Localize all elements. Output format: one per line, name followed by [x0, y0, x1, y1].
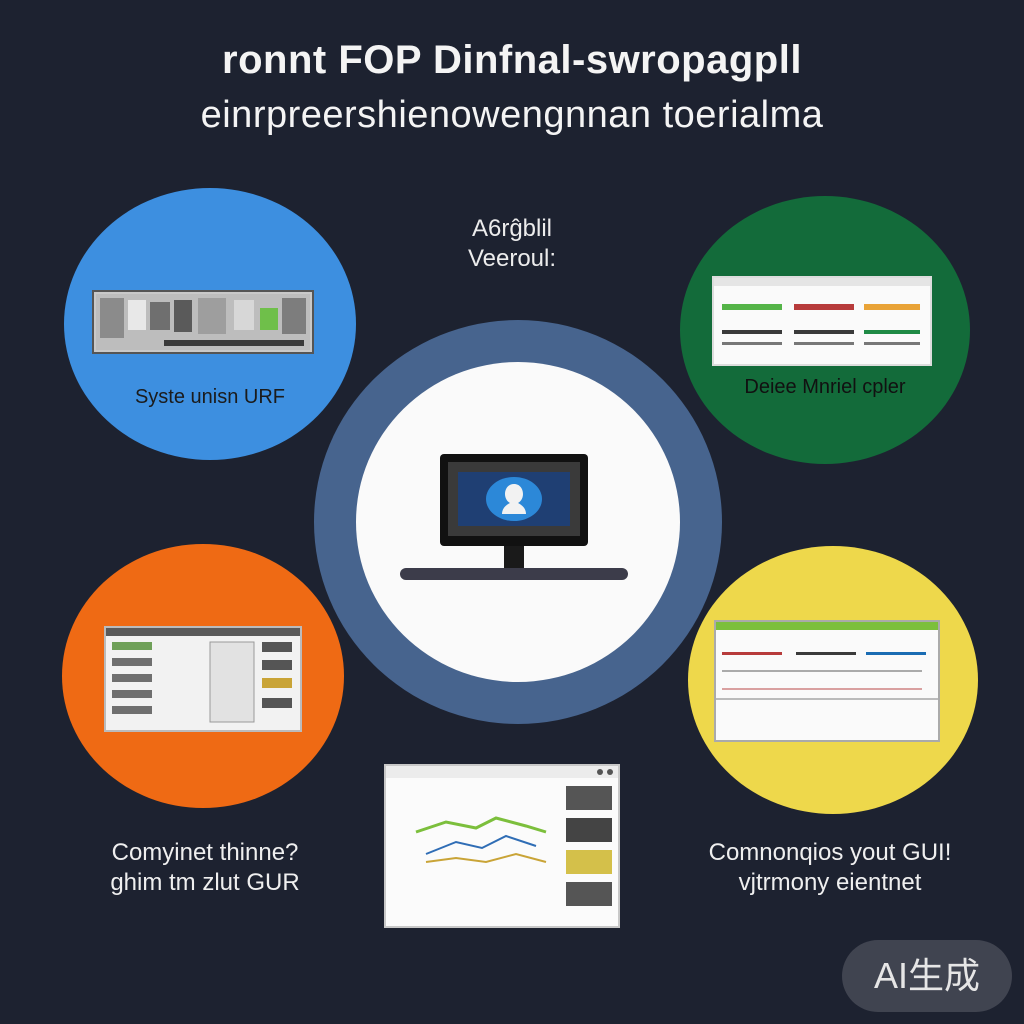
center-caption-line-2: Veeroul:	[467, 245, 557, 272]
chart-window-image	[384, 764, 620, 928]
bottom-right-caption: Comnonqios yout GUI! vjtrmony eientnet	[680, 838, 980, 898]
green-circle: Deiee Mnriel cpler	[680, 196, 970, 464]
orange-circle	[62, 544, 344, 808]
monitoring-panel-image	[714, 620, 940, 742]
center-ring	[314, 320, 722, 724]
ai-generated-badge: AI生成	[842, 940, 1012, 1012]
blue-circle-label: Syste unisn URF	[134, 386, 286, 408]
title-line-1: ronnt FOP Dinfnal-swropagpll	[222, 38, 802, 82]
bottom-left-caption-line-2: ghim tm zlut GUR	[110, 869, 300, 896]
monitor-icon	[400, 454, 628, 580]
dashboard-icon	[716, 622, 938, 700]
chart-bars-icon	[714, 278, 930, 345]
blue-circle: Syste unisn URF	[64, 188, 356, 460]
center-caption-line-1: A6rĝblil	[471, 215, 553, 242]
yellow-circle	[688, 546, 978, 814]
center-ring-inner	[356, 362, 680, 682]
title-line-2: einrpreershienowengnnan toerialma	[200, 94, 824, 136]
bottom-left-caption-line-1: Comyinet thinne?	[111, 839, 299, 866]
bottom-right-caption-line-1: Comnonqios yout GUI!	[708, 839, 952, 866]
green-circle-label: Deiee Mnriel cpler	[744, 376, 906, 398]
line-chart-icon	[386, 766, 618, 906]
bottom-right-caption-line-2: vjtrmony eientnet	[738, 869, 922, 896]
bottom-left-caption: Comyinet thinne? ghim tm zlut GUR	[60, 838, 350, 898]
module-panel-image	[712, 276, 932, 366]
settings-table-panel-image	[104, 626, 302, 732]
center-caption: A6rĝblil Veeroul:	[412, 214, 612, 274]
user-silhouette-icon	[502, 484, 526, 514]
server-rack-icon	[96, 294, 310, 350]
system-panel-image	[92, 290, 314, 354]
table-icon	[106, 628, 300, 723]
